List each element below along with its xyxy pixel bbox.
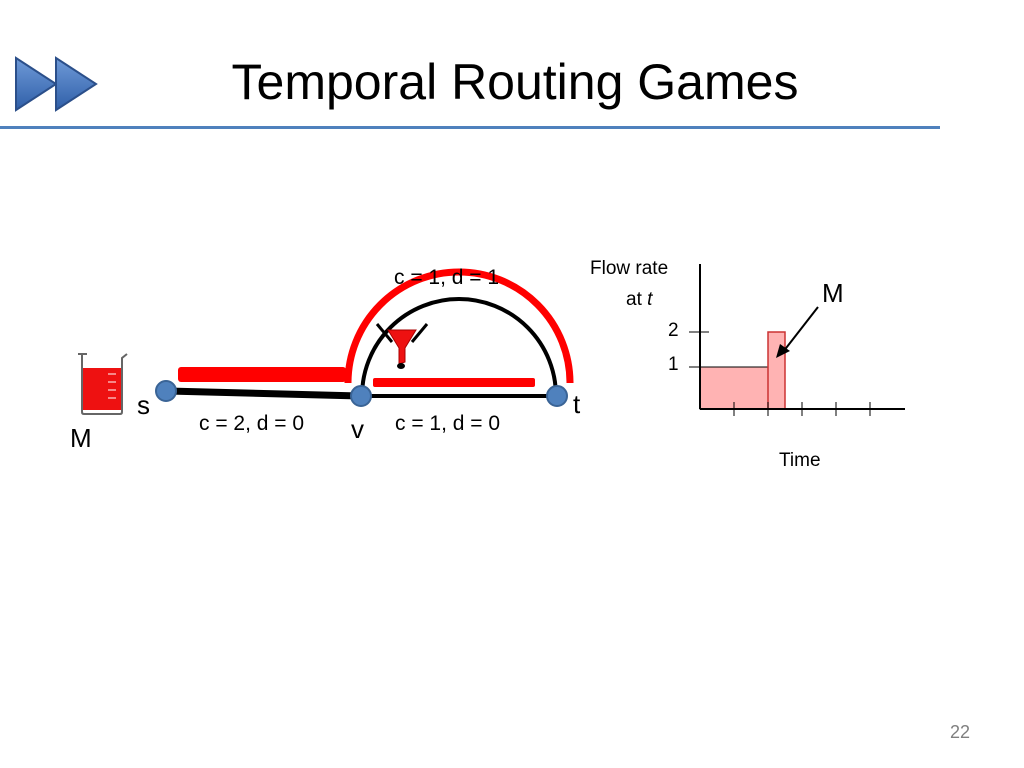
flow-rate-chart — [689, 264, 905, 416]
chart-ylabel-line1: Flow rate — [590, 258, 669, 279]
edge-label-v-t-lower: c = 1, d = 0 — [395, 412, 501, 435]
flow-bar-v-t-lower — [373, 378, 535, 387]
node-label-t: t — [573, 389, 581, 419]
chart-ytick-1: 1 — [668, 354, 679, 375]
page-title: Temporal Routing Games — [231, 54, 799, 110]
flow-bar-s-v — [178, 367, 346, 382]
funnel-icon — [375, 323, 429, 369]
chart-annotation-m: M — [822, 278, 844, 308]
chart-ytick-2: 2 — [668, 320, 679, 341]
annotation-arrow — [782, 306, 819, 353]
node-t[interactable] — [546, 385, 568, 407]
edge-label-v-t-upper: c = 1, d = 1 — [394, 266, 500, 289]
edge-s-v — [164, 387, 364, 400]
node-label-s: s — [137, 390, 150, 420]
title-divider — [0, 126, 940, 129]
edge-v-t-upper — [360, 297, 558, 397]
edge-label-s-v: c = 2, d = 0 — [199, 412, 305, 435]
node-v[interactable] — [350, 385, 372, 407]
chart-ylabel-prefix: at — [626, 289, 648, 310]
node-label-v: v — [351, 414, 364, 444]
chart-ylabel-line2: at t — [626, 289, 652, 311]
flow-rate-block-high — [767, 331, 786, 410]
flow-arc-v-t-upper — [344, 268, 574, 384]
page-number: 22 — [949, 722, 970, 742]
node-s[interactable] — [155, 380, 177, 402]
fast-forward-icon[interactable] — [15, 56, 98, 112]
beaker-icon — [78, 353, 128, 415]
source-mass-label: M — [70, 423, 92, 453]
chart-ylabel-var: t — [647, 289, 653, 310]
chart-xlabel: Time — [779, 450, 821, 471]
